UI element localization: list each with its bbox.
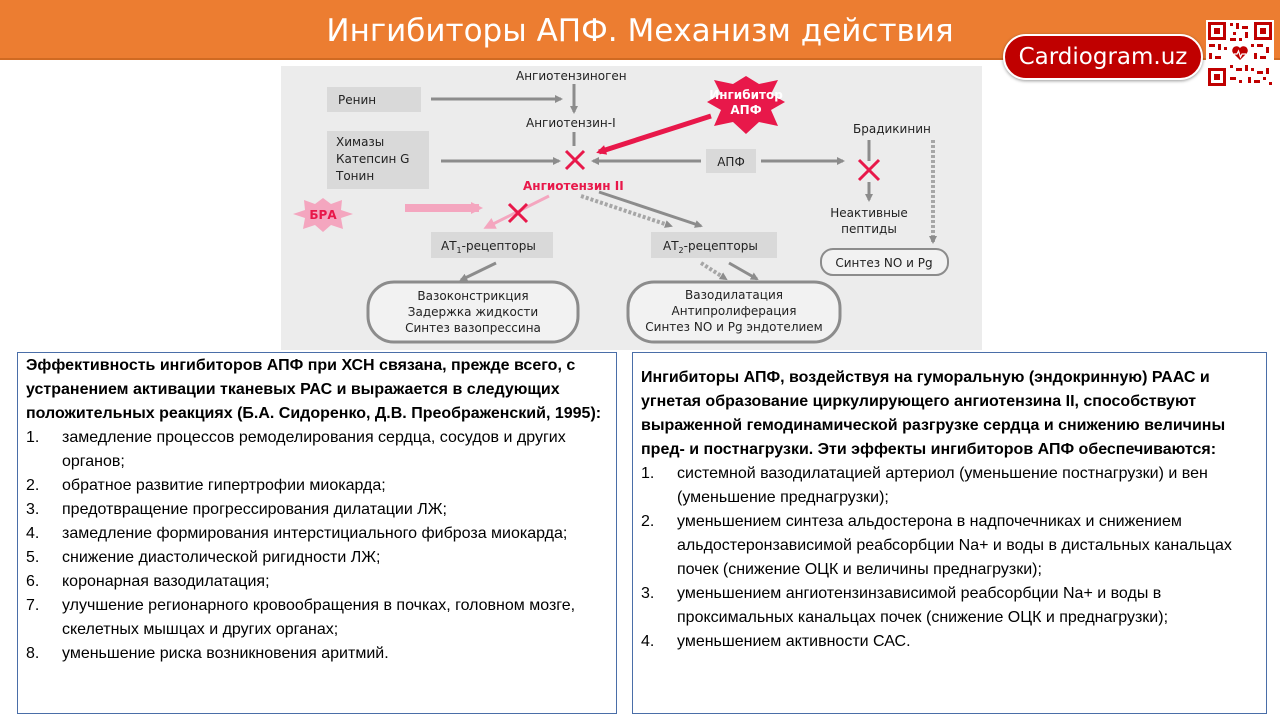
inactive-line2: пептиды	[841, 222, 897, 236]
list-item-number: 3.	[641, 585, 655, 602]
list-item: 3. предотвращение прогрессирования дилата…	[26, 498, 608, 522]
ace-inhibitor-star	[707, 76, 785, 134]
list-item-text: улучшение регионарного кровообращения в …	[62, 597, 576, 638]
angiotensin-2-label: Ангиотензин II	[523, 179, 624, 193]
list-item-text: обратное развитие гипертрофии миокарда;	[62, 477, 386, 494]
chymases-line3: Тонин	[335, 169, 374, 183]
ace-box	[706, 149, 756, 173]
ace-label: АПФ	[717, 155, 745, 169]
left-effect-3: Синтез вазопрессина	[405, 321, 541, 335]
chymases-line2: Катепсин G	[336, 152, 409, 166]
brand-logo[interactable]: Cardiogram.uz	[1003, 34, 1203, 80]
list-item-text: замедление процессов ремоделирования сер…	[62, 429, 566, 470]
list-item: 4. уменьшением активности САС.	[641, 630, 1258, 654]
list-item-number: 3.	[26, 501, 40, 518]
list-item-text: уменьшением активности САС.	[677, 633, 911, 650]
list-item-text: уменьшением синтеза альдостерона в надпо…	[677, 513, 1232, 578]
list-item: 2. обратное развитие гипертрофии миокарда…	[26, 474, 608, 498]
chymases-line1: Химазы	[336, 135, 384, 149]
list-item: 4. замедление формирования интерстициальн…	[26, 522, 608, 546]
list-item: 7. улучшение регионарного кровообращения …	[26, 594, 608, 642]
list-item-number: 8.	[26, 645, 40, 662]
arrow-at2-dashed	[699, 261, 728, 281]
arrow-at1-down	[459, 261, 497, 282]
ace-inhibitor-line2: АПФ	[730, 103, 761, 117]
right-effect-2: Антипролиферация	[672, 304, 797, 318]
inactive-line1: Неактивные	[830, 206, 908, 220]
page-title: Ингибиторы АПФ. Механизм действия	[326, 13, 954, 49]
at2-box	[651, 232, 777, 258]
list-item-text: коронарная вазодилатация;	[62, 573, 270, 590]
arrow-ang2-at2	[598, 190, 703, 228]
qr-code-icon[interactable]	[1206, 20, 1274, 88]
list-item-text: уменьшение риска возникновения аритмий.	[62, 645, 389, 662]
bra-label: БРА	[309, 208, 337, 222]
angiotensin-1-label: Ангиотензин-I	[526, 116, 616, 130]
list-item-number: 4.	[26, 525, 40, 542]
right-effect-1: Вазодилатация	[685, 288, 783, 302]
no-pg-label: Синтез NO и Pg	[835, 256, 932, 270]
list-item: 6. коронарная вазодилатация;	[26, 570, 608, 594]
renin-label: Ренин	[338, 93, 376, 107]
list-item-number: 2.	[26, 477, 40, 494]
title-bar	[0, 0, 1280, 60]
list-item-number: 6.	[26, 573, 40, 590]
right-box-heading: Ингибиторы АПФ, воздействуя на гуморальн…	[641, 369, 1226, 458]
block-x-angiotensin	[564, 149, 586, 171]
arrow-ang2-at2-dashed	[580, 194, 673, 228]
at1-box	[431, 232, 553, 258]
list-item: 5. снижение диастолической ригидности ЛЖ;	[26, 546, 608, 570]
list-item: 8. уменьшение риска возникновения аритмий…	[26, 642, 608, 666]
arrow-at2-down	[728, 261, 759, 281]
right-text-box: Ингибиторы АПФ, воздействуя на гуморальн…	[632, 352, 1267, 714]
at1-label: АТ1-рецепторы	[441, 239, 536, 255]
left-effects-box	[366, 280, 580, 344]
raas-diagram: Ангиотензиноген Ренин Ингибитор АПФ Анги…	[293, 69, 949, 344]
list-item-number: 5.	[26, 549, 40, 566]
left-text-box: Эффективность ингибиторов АПФ при ХСН св…	[17, 352, 617, 714]
chymases-box	[327, 131, 429, 189]
no-pg-box	[820, 248, 949, 276]
angiotensinogen-label: Ангиотензиноген	[516, 69, 627, 83]
right-box-list: 1. системной вазодилатацией артериол (уме…	[641, 462, 1258, 654]
bradykinin-label: Брадикинин	[853, 122, 931, 136]
list-item-text: предотвращение прогрессирования дилатаци…	[62, 501, 447, 518]
list-item-text: уменьшением ангиотензинзависимой реабсор…	[677, 585, 1169, 626]
list-item-number: 2.	[641, 513, 655, 530]
list-item: 1. замедление процессов ремоделирования с…	[26, 426, 608, 474]
list-item-text: системной вазодилатацией артериол (умень…	[677, 465, 1208, 506]
left-effect-2: Задержка жидкости	[408, 305, 538, 319]
arrow-inhibitor	[596, 113, 712, 155]
block-x-bradykinin	[857, 158, 881, 182]
list-item-number: 4.	[641, 633, 655, 650]
list-item-number: 7.	[26, 597, 40, 614]
list-item-text: снижение диастолической ригидности ЛЖ;	[62, 549, 381, 566]
list-item-number: 1.	[26, 429, 40, 446]
ace-inhibitor-line1: Ингибитор	[709, 88, 783, 102]
block-x-at1	[507, 202, 529, 224]
bra-star	[293, 198, 353, 232]
at2-label: АТ2-рецепторы	[663, 239, 758, 255]
list-item: 1. системной вазодилатацией артериол (уме…	[641, 462, 1258, 510]
list-item: 3. уменьшением ангиотензинзависимой реабс…	[641, 582, 1258, 630]
list-item: 2. уменьшением синтеза альдостерона в над…	[641, 510, 1258, 582]
renin-box	[327, 87, 421, 112]
left-box-list: 1. замедление процессов ремоделирования с…	[26, 426, 608, 666]
right-effect-3: Синтез NO и Pg эндотелием	[645, 320, 822, 334]
left-box-heading: Эффективность ингибиторов АПФ при ХСН св…	[26, 357, 602, 422]
right-effects-box	[626, 280, 842, 344]
left-effect-1: Вазоконстрикция	[417, 289, 528, 303]
list-item-number: 1.	[641, 465, 655, 482]
list-item-text: замедление формирования интерстициальног…	[62, 525, 568, 542]
